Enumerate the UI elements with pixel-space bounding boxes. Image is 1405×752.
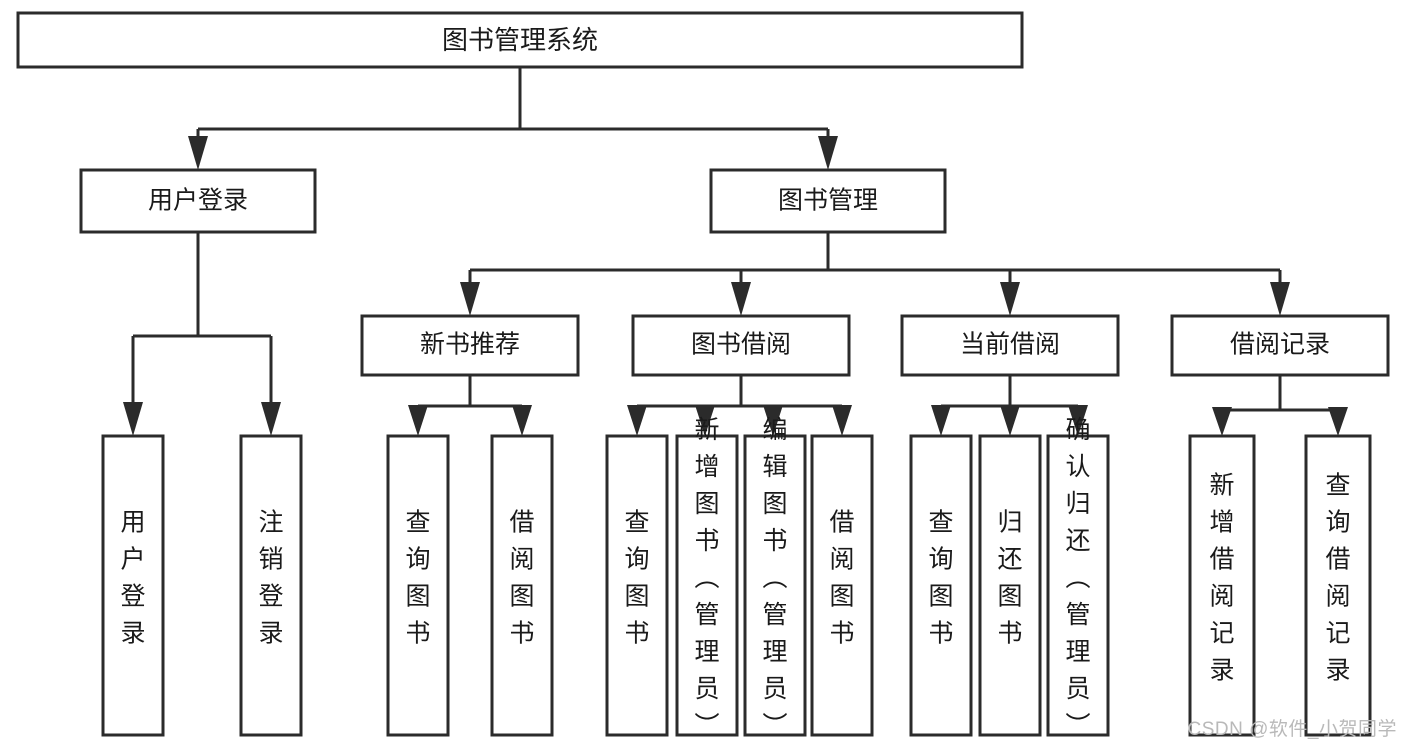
arrow-head-current-borrow [1000,282,1020,316]
node-new-book-recommend-label: 新书推荐 [420,331,520,359]
node-book-manage[interactable]: 图书管理 [709,168,947,234]
leaf-add-book-box[interactable] [675,434,739,737]
node-book-borrow[interactable]: 图书借阅 [631,314,851,377]
leaf-confirm-return[interactable]: 确认归还︵管理员︶ [1046,416,1110,740]
arrow-head-leaf-query-book-1 [408,405,428,436]
leaf-borrow-book-2-label: 借阅图书 [829,509,854,648]
leaf-user-login-box[interactable] [101,434,165,737]
node-book-manage-label: 图书管理 [778,187,878,215]
leaf-borrow-book-2-box[interactable] [810,434,874,737]
leaf-confirm-return-label: 确认归还︵管理员︶ [1065,416,1090,740]
node-root-box[interactable] [16,11,1024,69]
leaf-user-login-label: 用户登录 [120,509,145,648]
leaf-logout[interactable]: 注销登录 [239,434,303,737]
arrow-head-user-login [188,136,208,170]
leaf-query-book-3[interactable]: 查询图书 [909,434,973,737]
node-user-login-label: 用户登录 [148,187,248,215]
leaf-add-record-label: 新增借阅记录 [1209,472,1234,685]
leaf-logout-box[interactable] [239,434,303,737]
leaf-query-book-1-label: 查询图书 [405,509,430,648]
leaf-query-book-2-label: 查询图书 [624,509,649,648]
leaf-return-book[interactable]: 归还图书 [978,434,1042,737]
arrow-head-book-borrow [731,282,751,316]
arrow-head-new-book-recommend [460,282,480,316]
leaf-query-book-1-box[interactable] [386,434,450,737]
node-book-manage-box[interactable] [709,168,947,234]
node-user-login[interactable]: 用户登录 [79,168,317,234]
leaf-query-record-box[interactable] [1304,434,1372,737]
leaf-query-record-label: 查询借阅记录 [1325,472,1350,685]
arrow-head-leaf-confirm-return [1068,405,1088,436]
leaf-add-book[interactable]: 新增图书︵管理员︶ [675,416,739,740]
node-current-borrow-label: 当前借阅 [960,331,1060,359]
leaf-query-record[interactable]: 查询借阅记录 [1304,434,1372,737]
leaf-borrow-book-1-box[interactable] [490,434,554,737]
leaf-user-login[interactable]: 用户登录 [101,434,165,737]
leaf-query-book-3-label: 查询图书 [928,509,953,648]
leaf-borrow-book-1[interactable]: 借阅图书 [490,434,554,737]
arrow-head-leaf-add-book [695,405,715,436]
arrow-head-borrow-record [1270,282,1290,316]
node-root-label: 图书管理系统 [442,25,598,55]
arrow-head-leaf-query-book-2 [627,405,647,436]
leaf-borrow-book-2[interactable]: 借阅图书 [810,434,874,737]
leaf-add-book-label: 新增图书︵管理员︶ [694,416,719,740]
arrow-head-leaf-borrow-book-1 [512,405,532,436]
leaf-edit-book-label: 编辑图书︵管理员︶ [762,416,787,740]
leaf-query-book-3-box[interactable] [909,434,973,737]
arrow-head-book-manage [818,136,838,170]
leaf-borrow-book-1-label: 借阅图书 [509,509,534,648]
leaf-add-record[interactable]: 新增借阅记录 [1188,434,1256,737]
arrow-head-leaf-logout [261,402,281,436]
node-borrow-record-label: 借阅记录 [1230,331,1330,359]
leaf-add-record-box[interactable] [1188,434,1256,737]
leaf-edit-book[interactable]: 编辑图书︵管理员︶ [743,416,807,740]
leaf-return-book-label: 归还图书 [997,509,1022,648]
node-new-book-recommend[interactable]: 新书推荐 [360,314,580,377]
arrow-head-leaf-add-record [1212,407,1232,436]
leaf-query-book-2-box[interactable] [605,434,669,737]
node-current-borrow[interactable]: 当前借阅 [900,314,1120,377]
leaf-query-book-1[interactable]: 查询图书 [386,434,450,737]
node-user-login-box[interactable] [79,168,317,234]
arrow-head-leaf-return-book [1000,405,1020,436]
node-new-book-recommend-box[interactable] [360,314,580,377]
node-borrow-record[interactable]: 借阅记录 [1170,314,1390,377]
leaf-logout-label: 注销登录 [258,509,283,648]
node-current-borrow-box[interactable] [900,314,1120,377]
arrow-head-leaf-query-record [1328,407,1348,436]
leaf-edit-book-box[interactable] [743,434,807,737]
leaf-query-book-2[interactable]: 查询图书 [605,434,669,737]
node-root[interactable]: 图书管理系统 [16,11,1024,69]
connector-group [123,67,1348,436]
arrow-head-leaf-query-book-3 [931,405,951,436]
arrow-head-leaf-user-login [123,402,143,436]
node-borrow-record-box[interactable] [1170,314,1390,377]
arrow-head-leaf-borrow-book-2 [832,405,852,436]
leaf-return-book-box[interactable] [978,434,1042,737]
node-book-borrow-box[interactable] [631,314,851,377]
arrow-head-leaf-edit-book [763,405,783,436]
leaf-confirm-return-box[interactable] [1046,434,1110,737]
node-book-borrow-label: 图书借阅 [691,331,791,359]
